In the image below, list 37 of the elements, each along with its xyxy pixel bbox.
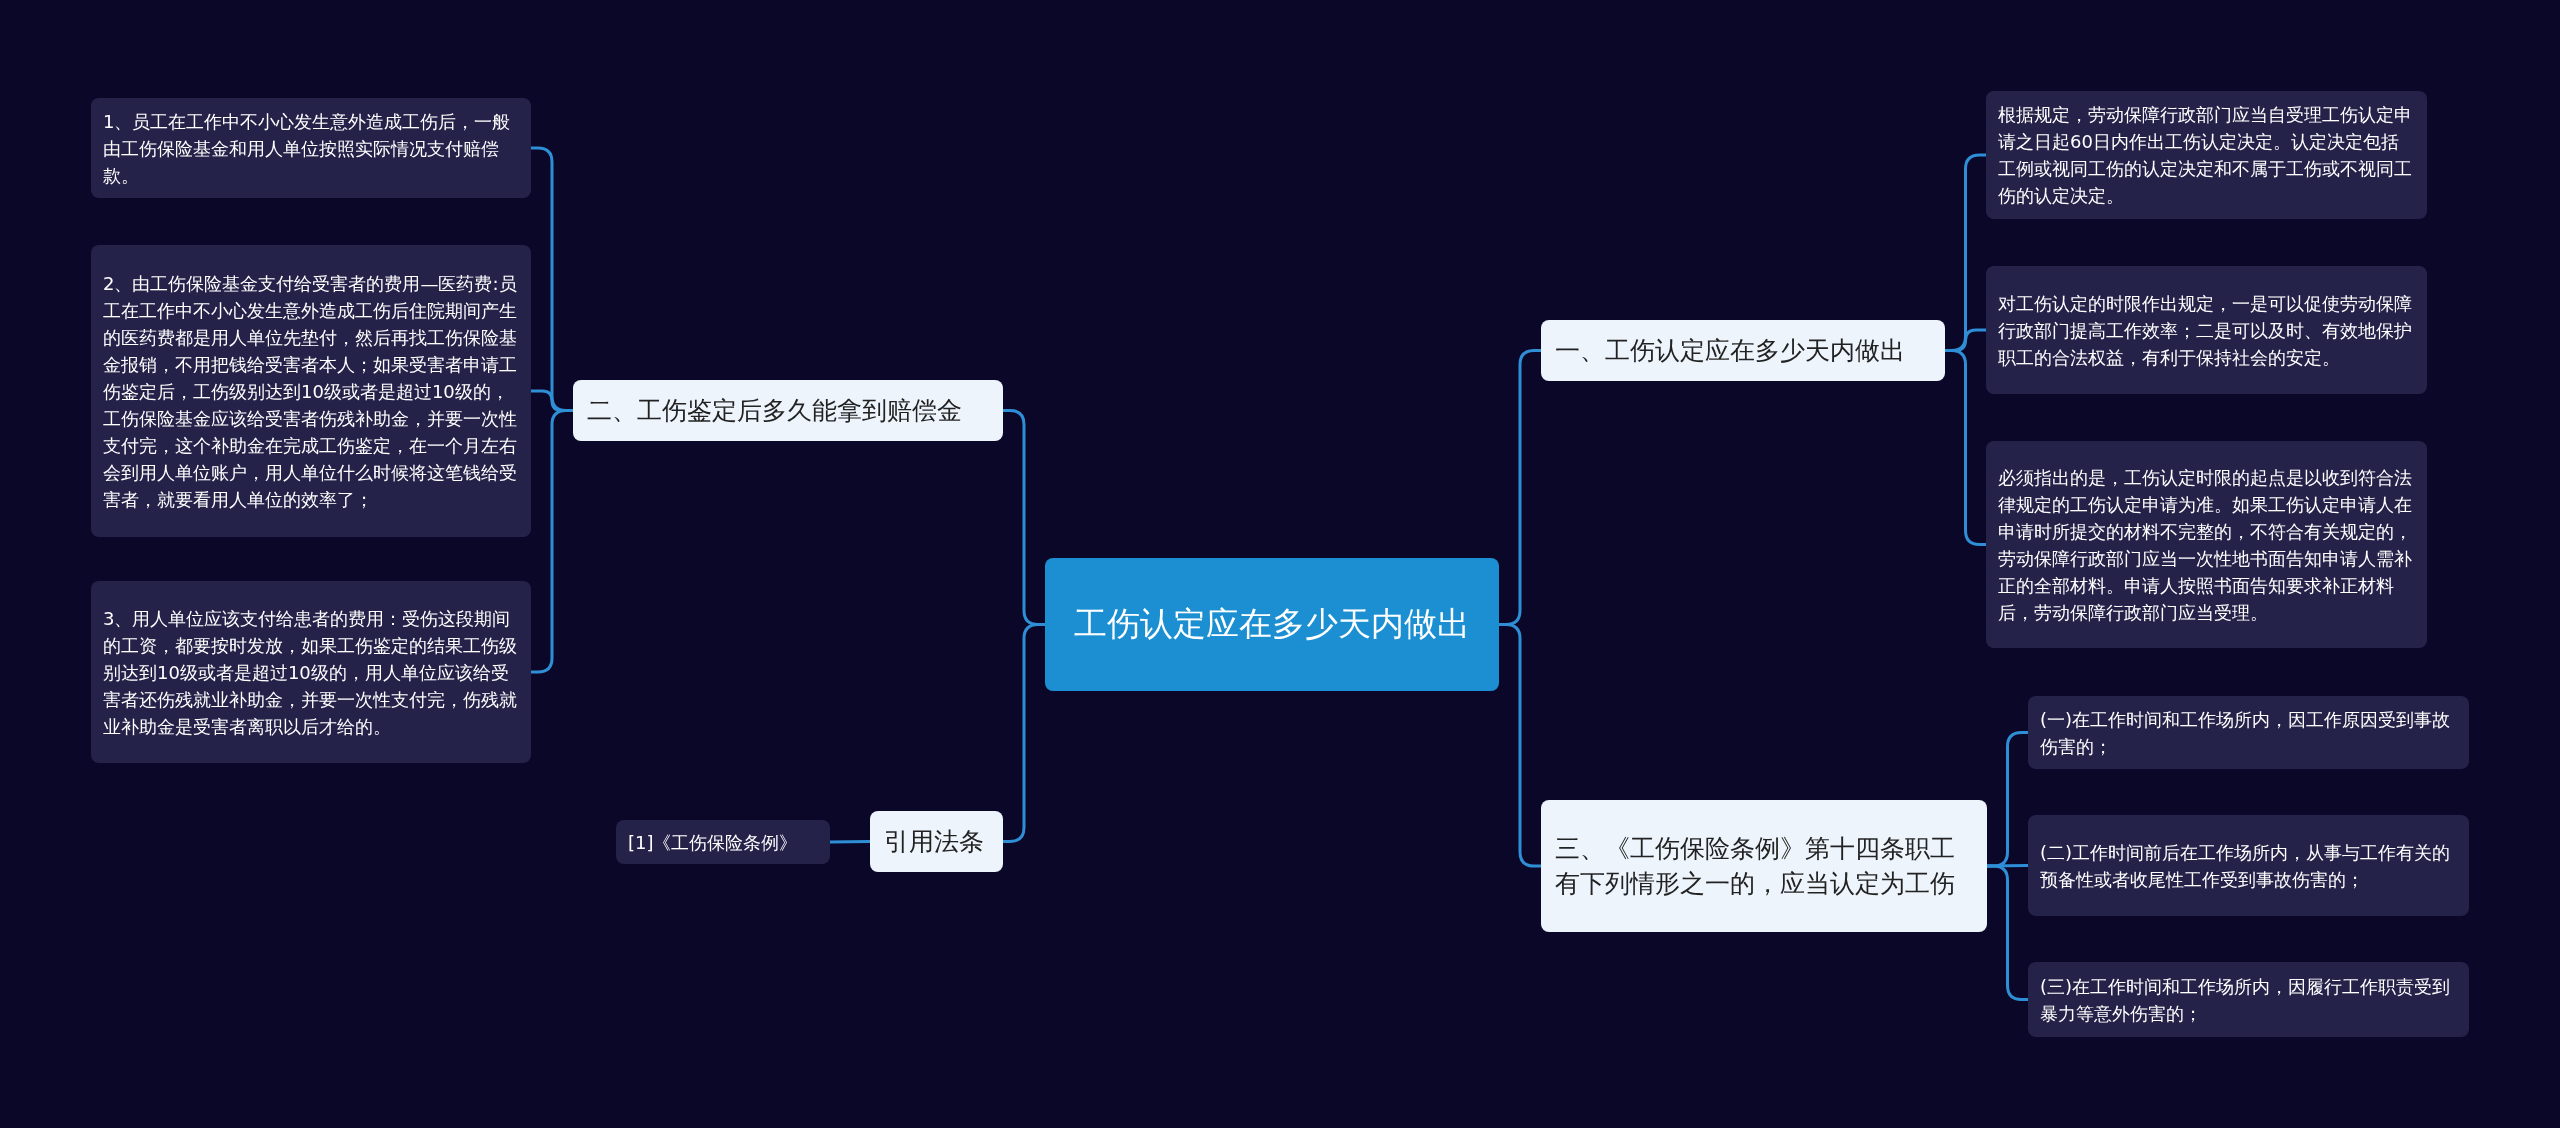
node-text: (一)在工作时间和工作场所内，因工作原因受到事故伤害的； <box>2040 707 2452 759</box>
node-text: 三、《工伤保险条例》第十四条职工有下列情形之一的，应当认定为工伤 <box>1555 833 1956 900</box>
topic-box <box>1541 800 1987 932</box>
note-card <box>2028 815 2469 916</box>
note-card <box>91 581 531 763</box>
connector-line <box>1986 864 2029 868</box>
connector-line <box>1987 864 2028 1001</box>
note-card <box>1986 266 2427 394</box>
connector-line <box>829 840 871 844</box>
central-topic <box>1045 558 1499 691</box>
note-card <box>91 245 531 537</box>
node-text: 工伤认定应在多少天内做出 <box>1073 603 1471 646</box>
node-text: 必须指出的是，工伤认定时限的起点是以收到符合法律规定的工伤认定申请为准。如果工伤认定申请人在申请时所提交的材料不完整的，不符合有关规定的，劳动保障行政部门应当一次性地书面告知申请人需补正的全部材料。申请人按照书面告知要求补正材料后，劳动保障行政部门应当受理。 <box>1998 465 2413 625</box>
note-card <box>616 820 830 864</box>
topic-box <box>573 380 1003 441</box>
node-text: 3、用人单位应该支付给患者的费用：受伤这段期间的工资，都要按时发放，如果工伤鉴定的结果工伤级别达到10级或者是超过10级的，用人单位应该给受害者还伤残就业补助金，并要一次性支付完，伤残就业补助金是受害者离职以后才给的。 <box>103 606 518 739</box>
node-text: 引用法条 <box>884 826 985 858</box>
node-text: 二、工伤鉴定后多久能拿到赔偿金 <box>587 395 963 427</box>
note-card <box>91 98 531 198</box>
node-text: (二)工作时间前后在工作场所内，从事与工作有关的预备性或者收尾性工作受到事故伤害的； <box>2040 840 2452 892</box>
connector-line <box>531 409 573 674</box>
node-text: 2、由工伤保险基金支付给受害者的费用—医药费:员工在工作中不小心发生意外造成工伤后住院期间产生的医药费都是用人单位先垫付，然后再找工伤保险基金报销，不用把钱给受害者本人；如果受害者申请工伤鉴定后，工伤级别达到10级或者是超过10级的，工伤保险基金应该给受害者伤残补助金，并要一次性支付完，这个补助金在完成工伤鉴定，在一个月左右会到用人单位账户，用人单位什么时候将这笔钱给受害者，就要看用人单位的效率了； <box>103 271 518 512</box>
node-text: 1、员工在工作中不小心发生意外造成工伤后，一般由工伤保险基金和用人单位按照实际情况支付赔偿款。 <box>103 109 512 188</box>
connector-line <box>1499 623 1541 868</box>
node-text: 根据规定，劳动保障行政部门应当自受理工伤认定申请之日起60日内作出工伤认定决定。认定决定包括工例或视同工伤的认定决定和不属于工伤或不视同工伤的认定决定。 <box>1998 103 2413 208</box>
note-card <box>2028 962 2469 1037</box>
note-card <box>1986 91 2427 219</box>
node-text: (三)在工作时间和工作场所内，因履行工作职责受到暴力等意外伤害的； <box>2040 974 2452 1026</box>
connector-line <box>1003 623 1045 843</box>
topic-box <box>1541 320 1945 381</box>
note-card <box>1986 441 2427 648</box>
note-card <box>2028 696 2469 769</box>
node-text: 一、工伤认定应在多少天内做出 <box>1555 335 1906 367</box>
node-text: [1]《工伤保险条例》 <box>628 830 799 855</box>
node-text: 对工伤认定的时限作出规定，一是可以促使劳动保障行政部门提高工作效率；二是可以及时、有效地保护职工的合法权益，有利于保持社会的安定。 <box>1998 291 2413 370</box>
connector-line <box>1945 349 1986 546</box>
topic-box <box>870 811 1003 872</box>
